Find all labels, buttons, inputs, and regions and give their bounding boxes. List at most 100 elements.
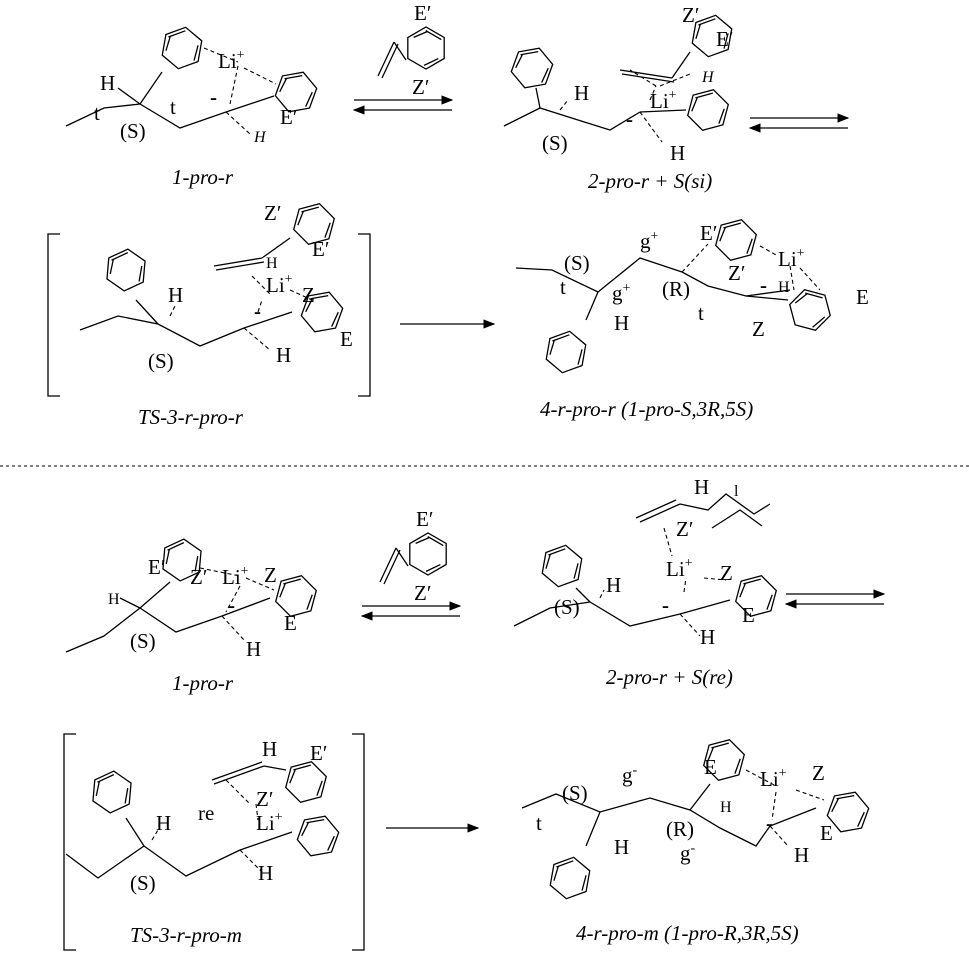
z-label: Z bbox=[752, 317, 765, 341]
s-config-label: (S) bbox=[562, 781, 588, 805]
e-prime-label: E′ bbox=[312, 237, 329, 261]
bond-label: l bbox=[734, 483, 739, 500]
config-label: (S) bbox=[130, 871, 156, 895]
z-prime-label: Z′ bbox=[682, 3, 699, 27]
e-label: E bbox=[742, 603, 755, 627]
e-prime-label: E′ bbox=[716, 27, 733, 51]
h-label: H bbox=[614, 835, 629, 859]
styrene-monomer-bottom: E′ Z′ bbox=[379, 507, 456, 605]
carbanion-label: - bbox=[766, 811, 773, 835]
h-label: H bbox=[253, 129, 267, 146]
h-label: H bbox=[606, 573, 621, 597]
li-label: Li+ bbox=[222, 564, 249, 589]
equilibrium-arrows bbox=[748, 113, 850, 133]
h-label: H bbox=[574, 81, 589, 105]
t-label: t bbox=[698, 301, 704, 325]
h-label: H bbox=[168, 283, 183, 307]
e-label: E bbox=[856, 285, 869, 309]
z-prime-label: Z′ bbox=[256, 787, 273, 811]
h-label: H bbox=[266, 255, 278, 272]
equilibrium-arrows bbox=[360, 601, 462, 621]
e-prime-label: E′ bbox=[280, 105, 297, 129]
caption-2-pro-r-si: 2-pro-r + S(si) bbox=[588, 169, 712, 193]
transition-state-ts-3-r-pro-m: H E′ Z′ re H Li+ (S) H TS-3-r-pro-m bbox=[63, 733, 365, 951]
h-label: H bbox=[108, 591, 120, 608]
h-label: H bbox=[778, 279, 790, 296]
li-label: Li+ bbox=[760, 766, 787, 791]
e-prime-label: E′ bbox=[310, 741, 327, 765]
li-label: Li+ bbox=[666, 556, 693, 581]
z-label: Z bbox=[302, 283, 315, 307]
z-label: Z bbox=[812, 761, 825, 785]
structure-2-pro-r-re: H l Z′ Li+ Z H (S) - E H 2-pro-r + S(re) bbox=[513, 475, 782, 689]
equilibrium-arrows bbox=[352, 95, 454, 115]
z-prime-label: Z′ bbox=[264, 201, 281, 225]
h-label: H bbox=[694, 475, 709, 499]
g-minus-label: g- bbox=[622, 763, 638, 787]
t-label: t bbox=[94, 101, 100, 125]
t-label: t bbox=[536, 811, 542, 835]
e-prime-label: E′ bbox=[700, 221, 717, 245]
carbanion-label: - bbox=[662, 593, 669, 617]
h-label: H bbox=[276, 343, 291, 367]
h-label: H bbox=[700, 625, 715, 649]
z-prime-label: Z′ bbox=[190, 565, 207, 589]
caption-1-pro-r: 1-pro-r bbox=[172, 165, 234, 189]
h-label: H bbox=[701, 69, 715, 86]
caption-2-pro-r-re: 2-pro-r + S(re) bbox=[606, 665, 733, 689]
li-label: Li+ bbox=[650, 88, 677, 113]
caption-ts-3-r-pro-r: TS-3-r-pro-r bbox=[138, 405, 244, 429]
config-label: (S) bbox=[148, 349, 174, 373]
t-label: t bbox=[560, 275, 566, 299]
li-label: Li+ bbox=[256, 810, 283, 835]
re-label: re bbox=[198, 801, 214, 825]
carbanion-label: - bbox=[228, 593, 235, 617]
caption-4-r-pro-m: 4-r-pro-m (1-pro-R,3R,5S) bbox=[576, 921, 799, 945]
config-label: (S) bbox=[120, 119, 146, 143]
styrene-monomer-top: E′ Z′ bbox=[377, 1, 454, 99]
h-label: H bbox=[100, 71, 115, 95]
config-label: (S) bbox=[554, 595, 580, 619]
z-prime-label: Z′ bbox=[676, 517, 693, 541]
h-label: H bbox=[246, 637, 261, 661]
g-minus-label: g- bbox=[680, 841, 696, 865]
t-label: t bbox=[170, 95, 176, 119]
carbanion-label: - bbox=[210, 85, 217, 109]
carbanion-label: - bbox=[760, 273, 767, 297]
e-label: E bbox=[340, 327, 353, 351]
equilibrium-arrows bbox=[784, 589, 886, 609]
s-config-label: (S) bbox=[564, 251, 590, 275]
h-label: H bbox=[794, 843, 809, 867]
e-prime-label: E′ bbox=[416, 507, 433, 531]
structure-1-pro-r-bottom: E′ Z′ Li+ Z H (S) - E H 1-pro-r bbox=[65, 533, 322, 695]
e-label: E bbox=[704, 755, 717, 779]
h-label: H bbox=[670, 141, 685, 165]
carbanion-label: - bbox=[626, 107, 633, 131]
product-4-r-pro-r: (S) g+ g+ (R) t t H E′ Z′ Li+ - H Z E 4-… bbox=[515, 216, 869, 421]
caption-ts-3-r-pro-m: TS-3-r-pro-m bbox=[130, 923, 242, 947]
config-label: (S) bbox=[130, 629, 156, 653]
z-prime-label: Z′ bbox=[728, 261, 745, 285]
z-label: Z bbox=[264, 563, 277, 587]
li-label: Li+ bbox=[778, 246, 805, 271]
r-config-label: (R) bbox=[666, 817, 694, 841]
z-prime-label: Z′ bbox=[414, 581, 431, 605]
structure-2-pro-r-si: H (S) - Li+ H H Z′ E′ 2-pro-r + S(si) bbox=[503, 3, 739, 193]
structure-1-pro-r-top: H Li+ t t (S) - E′ H 1-pro-r bbox=[65, 23, 321, 189]
caption-1-pro-r-bottom: 1-pro-r bbox=[172, 671, 234, 695]
carbanion-label: - bbox=[254, 299, 261, 323]
r-config-label: (R) bbox=[662, 277, 690, 301]
e-label: E bbox=[820, 821, 833, 845]
config-label: (S) bbox=[542, 131, 568, 155]
e-prime-label: E′ bbox=[414, 1, 431, 25]
transition-state-ts-3-r-pro-r: H (S) - Li+ H H Z′ E′ Z E TS-3-r-pro-r bbox=[47, 200, 371, 429]
h-label: H bbox=[614, 311, 629, 335]
g-plus-label: g+ bbox=[612, 281, 631, 305]
h-label: H bbox=[720, 799, 732, 816]
e-prime-label: E′ bbox=[148, 555, 165, 579]
h-label: H bbox=[258, 861, 273, 885]
g-plus-label: g+ bbox=[640, 229, 659, 253]
caption-4-r-pro-r: 4-r-pro-r (1-pro-S,3R,5S) bbox=[540, 397, 753, 421]
e-label: E bbox=[284, 611, 297, 635]
